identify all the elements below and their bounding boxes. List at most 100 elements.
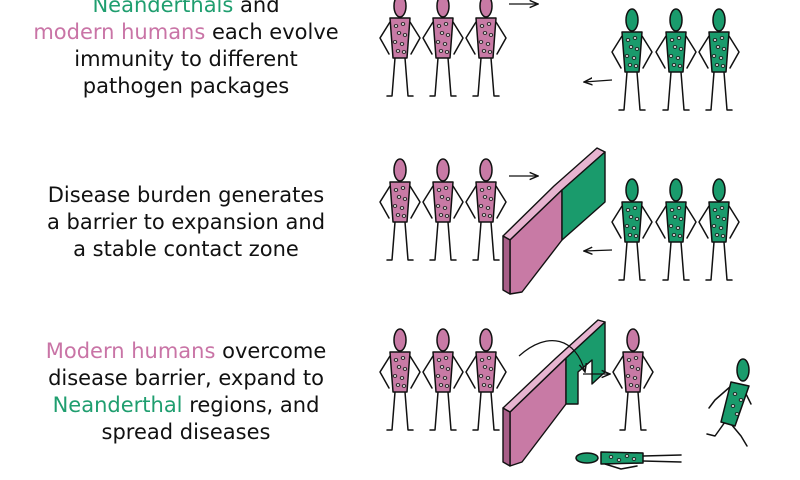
right-leg <box>723 241 733 281</box>
pathogen-dot <box>443 186 449 190</box>
pathogen-dot <box>677 64 683 68</box>
barrier-edge <box>502 235 511 295</box>
left-arm <box>422 355 434 389</box>
neanderthal-figure <box>655 178 697 281</box>
pathogen-dot <box>718 56 724 60</box>
arrow-neanderthal-expansion <box>584 250 613 251</box>
pathogen-dot <box>479 188 485 192</box>
torso <box>708 201 730 243</box>
pathogen-dot <box>626 358 632 362</box>
left-leg <box>386 221 396 261</box>
pathogen-dot <box>678 217 684 221</box>
pathogen-dot <box>402 197 408 201</box>
pathogen-dot <box>444 214 450 218</box>
pathogen-dot <box>632 36 638 40</box>
left-leg <box>472 391 482 431</box>
pathogen-dot <box>631 56 637 60</box>
left-leg <box>619 391 629 431</box>
pathogen-dot <box>401 384 407 388</box>
torso <box>708 31 730 73</box>
pathogen-dot <box>400 186 406 190</box>
pathogen-dot <box>445 367 451 371</box>
pathogen-dot <box>438 383 444 387</box>
head <box>626 328 640 352</box>
pathogen-dot <box>392 40 398 44</box>
pathogen-dot <box>734 412 740 416</box>
pathogen-dot <box>616 458 622 462</box>
pathogen-dot <box>632 206 638 210</box>
head <box>436 328 450 352</box>
pathogen-dot <box>478 40 484 44</box>
right-leg <box>490 391 500 431</box>
pathogen-dot <box>711 54 717 58</box>
left-arm <box>379 355 391 389</box>
right-arm <box>641 35 653 69</box>
left-arm <box>698 35 710 69</box>
pathogen-dot <box>443 22 449 26</box>
pathogen-dot <box>721 217 727 221</box>
pathogen-dot <box>396 195 402 199</box>
pathogen-dot <box>625 38 631 42</box>
neanderthal-figure <box>611 8 653 111</box>
left-arm <box>655 35 667 69</box>
pathogen-dot <box>435 374 441 378</box>
caption-text: pathogen packages <box>82 74 290 98</box>
pathogen-dot <box>715 215 721 219</box>
pathogen-dot <box>479 24 485 28</box>
barrier-edge <box>502 407 511 467</box>
right-leg <box>490 221 500 261</box>
pathogen-dot <box>625 374 631 378</box>
pathogen-dot <box>439 31 445 35</box>
right-leg <box>447 57 457 97</box>
torso <box>665 201 687 243</box>
pathogen-dot <box>485 206 491 210</box>
left-arm <box>655 205 667 239</box>
right-leg <box>680 71 690 111</box>
left-leg <box>472 57 482 97</box>
pathogen-dot <box>714 233 720 237</box>
pathogen-dot <box>675 226 681 230</box>
right-arm <box>728 205 740 239</box>
caption-text: regions, and <box>182 393 320 417</box>
head <box>736 358 750 382</box>
left-leg <box>705 241 715 281</box>
head <box>625 8 639 32</box>
figures-layer <box>379 0 752 470</box>
head <box>393 158 407 182</box>
modern-human-figure <box>465 0 507 97</box>
caption-line: immunity to different <box>0 46 372 73</box>
pathogen-dot <box>445 33 451 37</box>
pathogen-dot <box>393 358 399 362</box>
right-leg <box>723 71 733 111</box>
torso <box>389 181 411 223</box>
right-leg <box>404 57 414 97</box>
caption-line: modern humans each evolve <box>0 19 372 46</box>
pathogen-dot <box>629 365 635 369</box>
pathogen-dot <box>631 226 637 230</box>
left-leg <box>472 221 482 261</box>
pathogen-dot <box>715 45 721 49</box>
caption-text: disease barrier, expand to <box>48 366 324 390</box>
head <box>393 0 407 18</box>
torso <box>665 31 687 73</box>
pathogen-dot <box>445 197 451 201</box>
pathogen-dot <box>632 376 638 380</box>
caption-line: Modern humans overcome <box>0 338 372 365</box>
pathogen-dot <box>676 206 682 210</box>
pathogen-dot <box>624 54 630 58</box>
pathogen-dot <box>442 206 448 210</box>
pathogen-dot <box>672 45 678 49</box>
pathogen-dot <box>478 374 484 378</box>
pathogen-dot <box>720 64 726 68</box>
pathogen-dot <box>711 224 717 228</box>
torso <box>475 351 497 393</box>
head <box>669 178 683 202</box>
pathogen-dot <box>668 224 674 228</box>
pathogen-dot <box>628 215 634 219</box>
right-arm <box>452 21 464 55</box>
pathogen-dot <box>435 40 441 44</box>
pathogen-dot <box>395 49 401 53</box>
left-arm <box>465 185 477 219</box>
